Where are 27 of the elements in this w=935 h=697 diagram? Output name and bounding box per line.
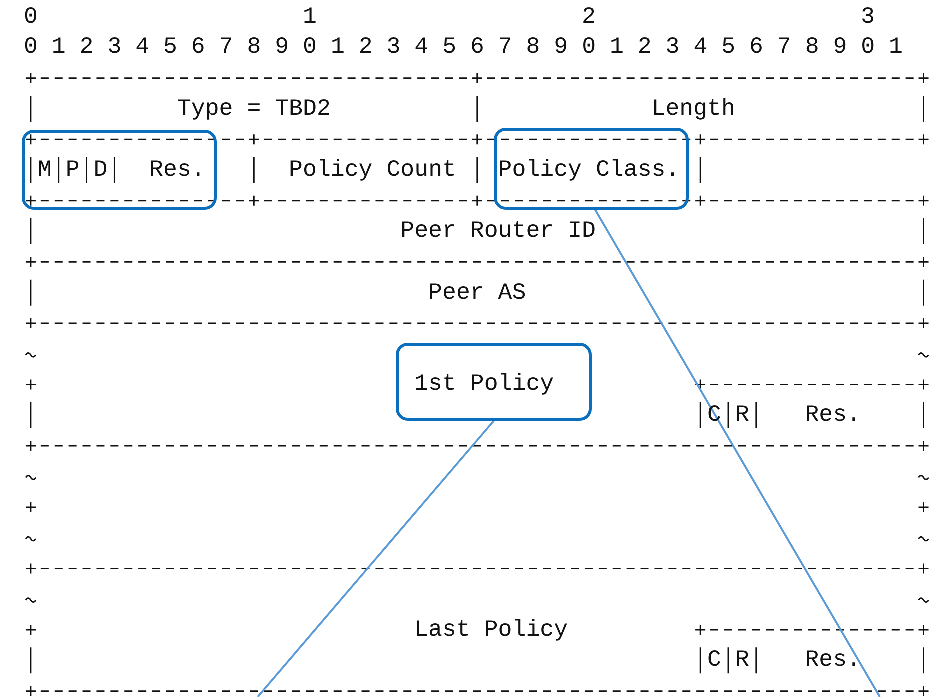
field-name: P <box>66 156 80 185</box>
field-name: Type = TBD2 <box>177 94 331 124</box>
field-name: Peer Router ID <box>400 217 596 246</box>
bit-number: 3 <box>861 2 875 32</box>
field-name: M <box>38 156 52 185</box>
field-name: Policy Class. <box>498 156 680 185</box>
field-name: C <box>708 646 722 676</box>
leader-line <box>594 210 881 697</box>
bit-number: 0 1 2 3 4 5 6 7 8 9 0 1 2 3 4 5 6 7 8 9 0 1 2 3 4 5 6 7 8 9 0 1 <box>24 33 903 62</box>
field-name: R <box>735 646 750 676</box>
field-name: Policy Count <box>289 156 456 185</box>
field-name: D <box>94 156 108 185</box>
field-name: Res. <box>805 401 861 430</box>
field-name: Length <box>652 94 736 124</box>
field-name: Res. <box>805 646 861 676</box>
highlight-box <box>494 128 689 210</box>
bit-number: 0 <box>24 2 38 32</box>
leader-line <box>257 420 495 697</box>
field-name: Res. <box>150 156 206 185</box>
bit-number: 2 <box>582 2 596 32</box>
field-name: R <box>735 401 750 430</box>
highlight-box <box>396 343 592 421</box>
highlight-box <box>22 130 217 210</box>
bit-number: 1 <box>303 2 317 32</box>
field-name: 1st Policy <box>414 370 554 400</box>
field-name: Last Policy <box>414 616 568 645</box>
field-name: Peer AS <box>428 278 526 308</box>
